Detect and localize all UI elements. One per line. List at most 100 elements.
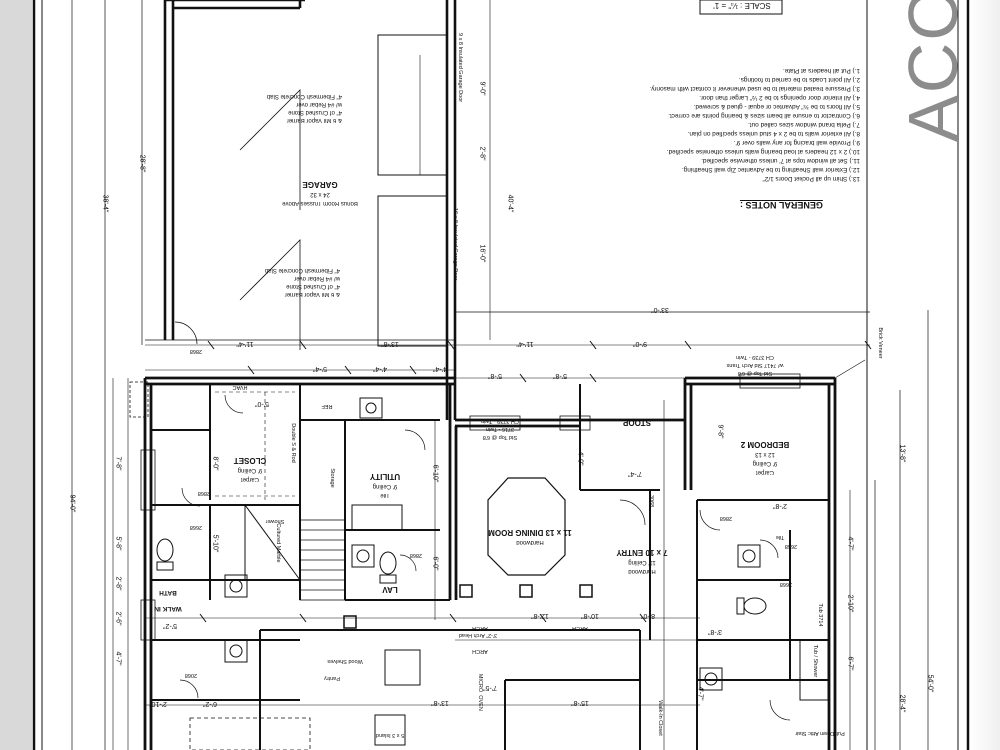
general-notes-list: 13.) Shim up all Pocket Doors 1/2" 12.) …: [570, 66, 860, 183]
garage-door-16x8: [377, 195, 448, 347]
dim-label: 5'-2": [163, 622, 177, 629]
dim-label: 3'-8": [708, 628, 722, 635]
slab-note-line: 4" Fibermesh Concrete Slab: [266, 93, 342, 99]
door-callout: 2868: [409, 552, 422, 558]
hvac-label: HVAC: [232, 384, 248, 390]
dim-label: 2'-8": [478, 146, 486, 161]
slab-note-line: 4" of Crushed Stone: [286, 283, 340, 289]
dim-label: 2'-10": [846, 594, 854, 613]
room-closet: Carpet 9' Ceiling CLOSET: [220, 456, 280, 483]
dim-label: 4'-7": [114, 651, 122, 666]
door-callout: 2668: [779, 581, 792, 587]
house-exterior-walls: [143, 376, 837, 750]
closet-ceiling: 9' Ceiling: [237, 467, 263, 473]
dim-label: 4'-0": [576, 451, 584, 466]
dim-label: 28'-8": [138, 154, 146, 173]
room-stoop: STOOP: [612, 418, 662, 427]
window-label-5: w/ 7417 Std Arch Trans: [726, 362, 784, 368]
note-item: 2.) All point Loads to be carried to foo…: [738, 76, 860, 83]
cultured-marble-label: Cultured Marble: [275, 523, 281, 563]
slab-note-line: w/ #4 Rebar over: [294, 275, 340, 281]
bedroom2-name: BEDROOM 2: [740, 440, 790, 449]
room-bath: BATH: [148, 588, 188, 597]
dining-floor: Hardwood: [516, 539, 544, 545]
utility-ceiling: 9' Ceiling: [372, 483, 398, 489]
dimension-lines: [112, 344, 870, 750]
dim-label: 16'-0": [478, 244, 486, 263]
dim-label: 2'-8": [114, 576, 122, 591]
room-lav: LAV: [370, 585, 410, 594]
window-label-4: CH 3739 - Twin: [736, 354, 774, 360]
walk-in-name: WALK IN: [154, 605, 182, 612]
room-bedroom-2: Carpet 9' Ceiling 12 x 13 BEDROOM 2: [730, 440, 800, 476]
garage-walls: [163, 0, 457, 420]
dim-label: 10'-8": [581, 612, 599, 619]
note-item: 13.) Shim up all Pocket Doors 1/2": [762, 175, 860, 182]
window-label-1: CH 3739 - Twin: [481, 418, 519, 424]
garage-door-label-1: 9 x 8 Insulated Garage Door: [457, 33, 463, 103]
utility-name: UTILITY: [369, 472, 401, 481]
dim-label: 11'-4": [516, 340, 534, 347]
dim-label: 12'-8": [531, 612, 549, 619]
door-callout: 2868: [197, 490, 210, 496]
dim-label: 6'-2": [203, 700, 217, 707]
dim-label: 4'-7": [846, 536, 854, 551]
dim-label: 2'-6": [114, 611, 122, 626]
entry-floor: Hardwood: [628, 568, 656, 574]
slab-note-2: & 6 Mil Vapor Barrier 4" of Crushed Ston…: [230, 266, 340, 298]
note-item: 4.) All interior door openings to be 2 ½…: [699, 94, 860, 101]
dim-label: 8'-0": [211, 456, 219, 471]
room-dining: Hardwood 11 x 13 DINING ROOM: [485, 528, 575, 546]
dim-label: 6'-7": [846, 656, 854, 671]
walk-in-closet-label: Walk-In Closet: [657, 700, 663, 736]
dim-label: 4'-4": [433, 365, 447, 372]
plumbing-fixtures: [156, 397, 829, 746]
note-item: 7.) Pella brand window sizes called out.: [748, 121, 860, 128]
dim-label: 54'-0": [926, 674, 934, 693]
note-item: 3.) Pressure treated material to be used…: [649, 85, 860, 92]
brick-veneer-label: Brick Veneer: [877, 327, 883, 359]
door-callout: 2668: [189, 524, 202, 530]
storage-label: Storage: [329, 468, 335, 488]
entry-name: ENTRY: [616, 548, 644, 557]
attic-stair-label: Pull Down Attic Stair: [795, 730, 845, 736]
dim-label: 2'-10": [149, 700, 167, 707]
door-callout: 3068: [648, 495, 654, 508]
dining-table: [487, 477, 566, 576]
note-item: 1.) Put all headers at Plate.: [782, 67, 860, 74]
dim-label: 5'-4": [313, 365, 327, 372]
bedroom2-floor: Carpet: [756, 469, 775, 475]
window-label-2: 3716 - Twin: [485, 426, 515, 432]
dim-label: 5'-8": [553, 372, 567, 379]
dim-label: 9'-0": [478, 81, 486, 96]
note-item: 5.) All floors to be ¾" Advantec or equa…: [693, 103, 860, 110]
slab-note-line: 4" of Crushed Stone: [288, 109, 342, 115]
dim-label: 13'-8": [431, 699, 449, 706]
garage-size: 24 x 32: [310, 191, 330, 197]
slab-note-line: & 6 Mil Vapor Barrier: [286, 117, 342, 123]
bedroom2-size: 12 x 13: [755, 451, 775, 457]
window-label-6: Std Top @ 6'8: [737, 370, 773, 376]
ref-label: REF: [321, 403, 333, 409]
dim-label: 6'-0": [431, 556, 439, 571]
island-label: 5 x 3 Island: [375, 732, 405, 738]
arch-label: ARCH: [472, 625, 488, 631]
dim-label: 13'-8": [381, 340, 399, 347]
utility-floor: Tile: [380, 492, 390, 498]
scale-label: SCALE : ¼" = 1': [713, 1, 771, 10]
oven-label: OVEN: [477, 695, 483, 711]
closet-floor: Carpet: [241, 476, 260, 482]
garage-note: Bonus Room Trusses Above: [282, 200, 358, 206]
dim-label: 4'-4": [373, 365, 387, 372]
note-item: 10.) 2 x 12 headers at load bearing wall…: [666, 148, 860, 155]
note-item: 12.) Exterior wall Sheathing to be Advan…: [682, 166, 860, 173]
dim-label: 9'-0": [633, 340, 647, 347]
note-item: 11.) Set all window tops at 7' unless ot…: [701, 157, 860, 164]
dim-label: 33'-0": [651, 306, 669, 313]
door-callout: 2068: [184, 672, 197, 678]
bedroom2-ceiling: 9' Ceiling: [752, 460, 778, 466]
dim-label: 6'-10": [431, 464, 439, 483]
arch-label: ARCH: [472, 648, 488, 654]
dim-label: 38'-4": [101, 194, 109, 213]
